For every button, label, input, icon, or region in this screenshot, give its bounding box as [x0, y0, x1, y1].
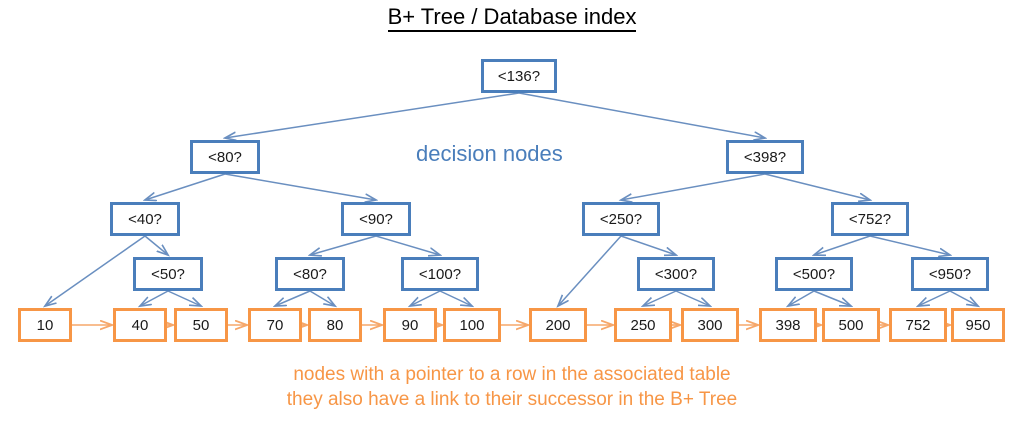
node-label: 398: [775, 316, 801, 334]
node-label: 80: [326, 316, 344, 334]
decision-node-80[interactable]: <80?: [275, 257, 345, 291]
node-label: <398?: [743, 148, 787, 166]
decision-node-100[interactable]: <100?: [401, 257, 479, 291]
tree-edge: [375, 235, 440, 255]
tree-edge: [144, 235, 168, 255]
tree-edge: [869, 235, 950, 255]
tree-edge: [225, 92, 520, 138]
tree-edge: [918, 290, 951, 306]
tree-edge: [949, 290, 978, 306]
node-label: 70: [266, 316, 284, 334]
decision-node-90[interactable]: <90?: [341, 202, 411, 236]
tree-edge: [167, 290, 201, 306]
page-title-text: B+ Tree / Database index: [387, 4, 637, 32]
tree-edge: [410, 290, 441, 306]
tree-edge: [814, 235, 871, 255]
tree-edge: [788, 290, 815, 306]
node-label: 200: [545, 316, 571, 334]
decision-node-398[interactable]: <398?: [726, 140, 804, 174]
leaf-node-100[interactable]: 100: [443, 308, 501, 342]
node-label: <950?: [928, 265, 972, 283]
decision-node-300[interactable]: <300?: [637, 257, 715, 291]
tree-edge: [224, 173, 376, 200]
node-label: <50?: [151, 265, 185, 283]
caption-line-2: they also have a link to their successor…: [286, 389, 738, 410]
tree-edge: [439, 290, 472, 306]
leaf-node-752[interactable]: 752: [889, 308, 947, 342]
decision-node-136[interactable]: <136?: [481, 59, 557, 93]
node-label: <40?: [128, 210, 162, 228]
node-label: 300: [697, 316, 723, 334]
decision-node-500[interactable]: <500?: [775, 257, 853, 291]
node-label: 752: [905, 316, 931, 334]
leaf-node-500[interactable]: 500: [822, 308, 880, 342]
leaf-node-200[interactable]: 200: [529, 308, 587, 342]
node-label: 40: [131, 316, 149, 334]
node-label: 50: [192, 316, 210, 334]
tree-edge: [643, 290, 677, 306]
decision-node-80[interactable]: <80?: [190, 140, 260, 174]
decision-node-250[interactable]: <250?: [582, 202, 660, 236]
tree-edge: [45, 235, 146, 306]
node-label: <752?: [848, 210, 892, 228]
tree-edge: [518, 92, 765, 138]
leaf-node-40[interactable]: 40: [113, 308, 167, 342]
tree-edge: [620, 235, 676, 255]
node-label: <90?: [359, 210, 393, 228]
leaf-node-300[interactable]: 300: [681, 308, 739, 342]
decision-node-40[interactable]: <40?: [110, 202, 180, 236]
tree-edge: [764, 173, 870, 200]
node-label: <80?: [293, 265, 327, 283]
decision-node-752[interactable]: <752?: [831, 202, 909, 236]
tree-edge: [813, 290, 851, 306]
leaf-node-90[interactable]: 90: [383, 308, 437, 342]
node-label: <136?: [497, 67, 541, 85]
decision-node-950[interactable]: <950?: [911, 257, 989, 291]
caption-line-1: nodes with a pointer to a row in the ass…: [293, 364, 731, 385]
leaf-node-80[interactable]: 80: [308, 308, 362, 342]
node-label: 250: [630, 316, 656, 334]
leaf-node-10[interactable]: 10: [18, 308, 72, 342]
tree-edge: [309, 290, 335, 306]
leaf-node-70[interactable]: 70: [248, 308, 302, 342]
page-title: B+ Tree / Database index: [0, 4, 1024, 32]
tree-edge: [140, 290, 169, 306]
node-label: 100: [459, 316, 485, 334]
node-label: <100?: [418, 265, 462, 283]
leaf-node-398[interactable]: 398: [759, 308, 817, 342]
decision-node-50[interactable]: <50?: [133, 257, 203, 291]
tree-edge: [621, 173, 766, 200]
node-label: 10: [36, 316, 54, 334]
node-label: <500?: [792, 265, 836, 283]
node-label: <250?: [599, 210, 643, 228]
tree-edges: [45, 92, 978, 306]
decision-nodes-label: decision nodes: [416, 141, 563, 166]
tree-edge: [558, 235, 622, 306]
node-label: 500: [838, 316, 864, 334]
tree-edge: [275, 290, 311, 306]
node-label: <80?: [208, 148, 242, 166]
leaf-node-50[interactable]: 50: [174, 308, 228, 342]
tree-edge: [310, 235, 377, 255]
tree-edge: [675, 290, 710, 306]
leaf-node-950[interactable]: 950: [951, 308, 1005, 342]
leaf-node-250[interactable]: 250: [614, 308, 672, 342]
tree-edge: [145, 173, 226, 200]
leaf-nodes-caption: nodes with a pointer to a row in the ass…: [0, 362, 1024, 412]
node-label: 950: [965, 316, 991, 334]
node-label: <300?: [654, 265, 698, 283]
node-label: 90: [401, 316, 419, 334]
